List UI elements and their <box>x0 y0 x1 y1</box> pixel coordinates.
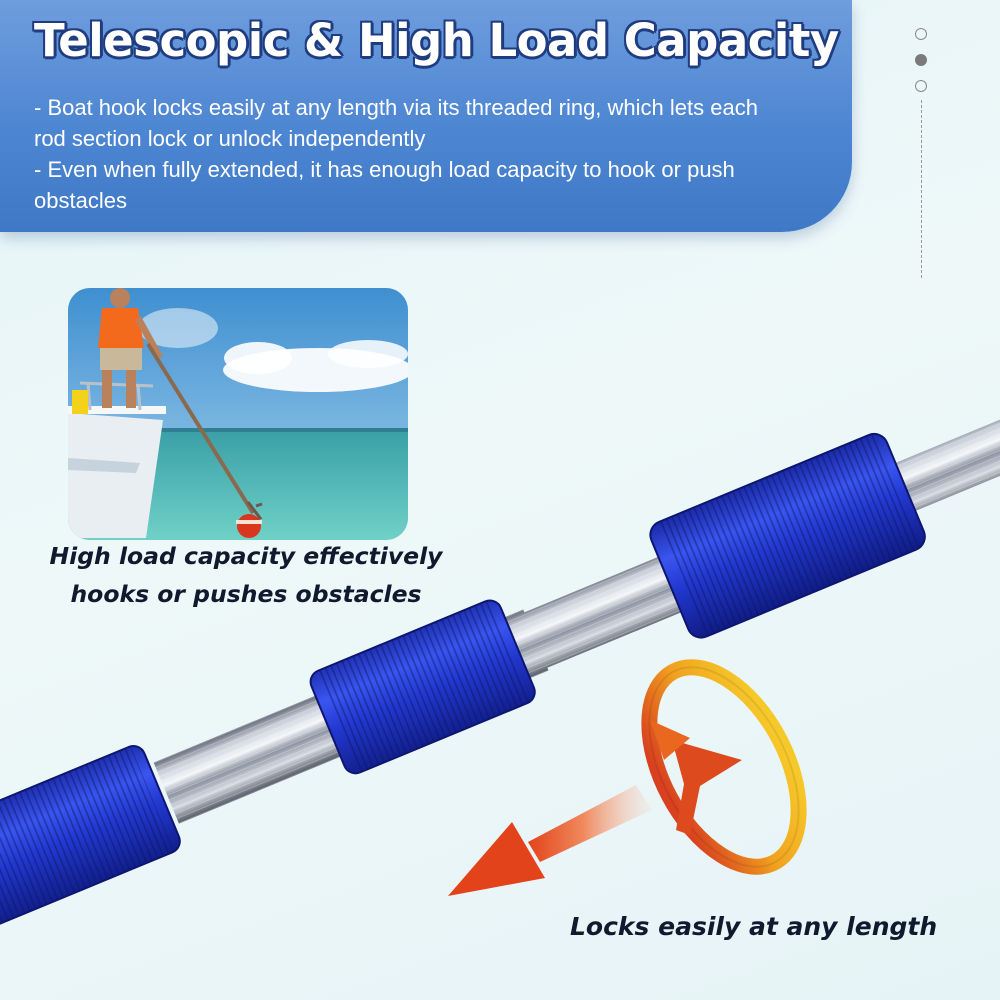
pager-dot-2-active[interactable] <box>915 54 927 66</box>
banner-bullet-threaded-ring: - Boat hook locks easily at any length v… <box>34 95 758 151</box>
boat-hook-usage-photo <box>68 288 408 540</box>
lock-ring-2 <box>309 599 536 775</box>
pager-track-line <box>921 100 922 278</box>
load-capacity-caption-line2: hooks or pushes obstacles <box>70 580 422 608</box>
pager-dot-3[interactable] <box>915 80 927 92</box>
rotate-arrow-icon <box>641 659 807 875</box>
banner-bullet-load-capacity: - Even when fully extended, it has enoug… <box>34 157 735 213</box>
load-capacity-caption: High load capacity effectively hooks or … <box>46 537 446 613</box>
lock-ring-1 <box>0 745 181 928</box>
direction-arrow-icon <box>448 785 652 896</box>
banner-title: Telescopic & High Load Capacity <box>34 14 839 67</box>
feature-banner: Telescopic & High Load Capacity - Boat h… <box>0 0 852 232</box>
locks-caption: Locks easily at any length <box>570 912 938 941</box>
pager-dot-1[interactable] <box>915 28 927 40</box>
lock-ring-3 <box>649 432 926 639</box>
load-capacity-caption-line1: High load capacity effectively <box>49 542 443 570</box>
